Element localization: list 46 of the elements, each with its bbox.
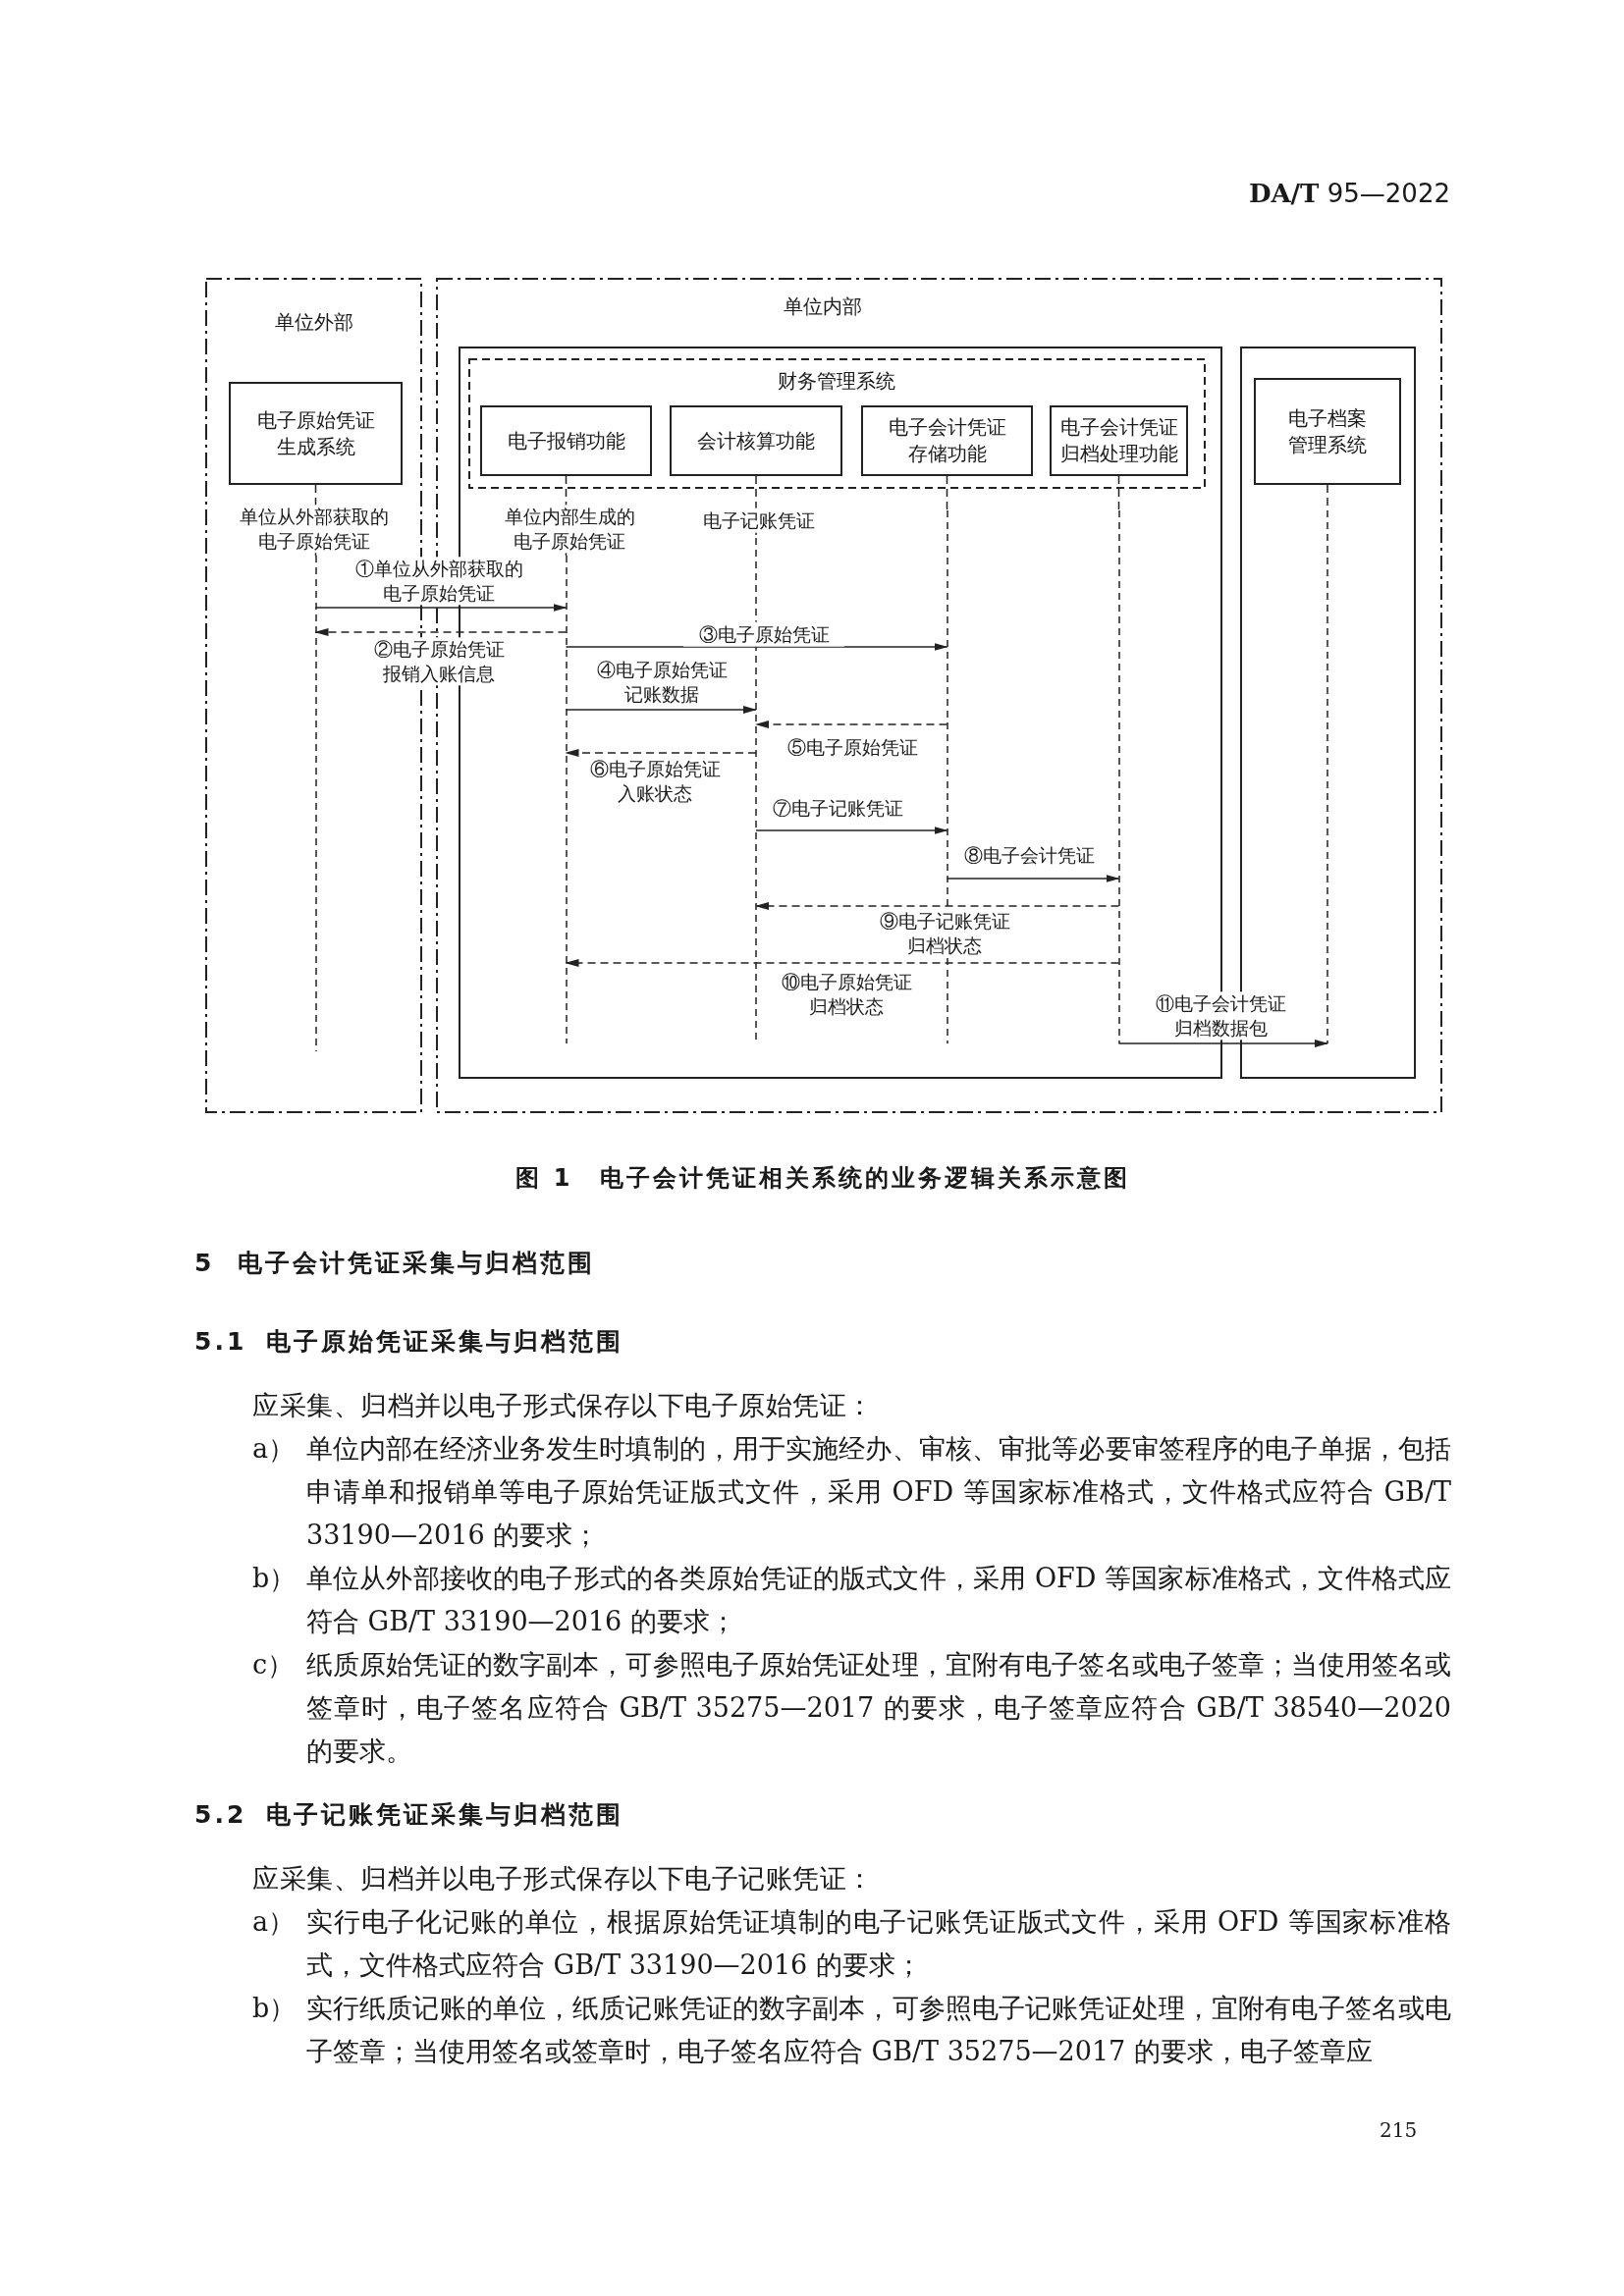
process-box: 电子报销功能	[480, 405, 652, 476]
message-arrow	[565, 959, 1120, 967]
message-arrow	[755, 721, 948, 728]
body-paragraph: 应采集、归档并以电子形式保存以下电子记账凭证：	[251, 1862, 875, 1896]
list-item-text: 单位内部在经济业务发生时填制的，用于实施经办、审核、审批等必要审签程序的电子单据，包括申请单和报销单等电子原始凭证版式文件，采用 OFD 等国家标准格式，文件格式应符合 GB/T 33190—2016 的要求；	[306, 1432, 1451, 1552]
list-item-text: 单位从外部接收的电子形式的各类原始凭证的版式文件，采用 OFD 等国家标准格式，文件格式应符合 GB/T 33190—2016 的要求；	[306, 1562, 1451, 1638]
message-arrow	[755, 902, 1120, 910]
list-marker: b）	[252, 1562, 298, 1595]
list-marker: b）	[252, 1992, 298, 2025]
group-title: 财务管理系统	[778, 368, 895, 395]
process-box: 电子会计凭证归档处理功能	[1050, 405, 1188, 476]
figure-caption: 图 1 电子会计凭证相关系统的业务逻辑关系示意图	[515, 1163, 1130, 1194]
list-marker: c）	[252, 1648, 296, 1682]
region-title: 单位外部	[275, 309, 353, 336]
list-item-text: 实行电子化记账的单位，根据原始凭证填制的电子记账凭证版式文件，采用 OFD 等国家标准格式，文件格式应符合 GB/T 33190—2016 的要求；	[306, 1905, 1451, 1982]
message-arrow	[314, 604, 568, 612]
process-box: 会计核算功能	[670, 405, 842, 476]
process-box: 电子原始凭证生成系统	[229, 382, 403, 485]
list-marker: a）	[252, 1432, 297, 1466]
section-heading: 电子记账凭证采集与归档范围	[266, 1798, 623, 1831]
message-arrow	[565, 706, 757, 714]
lifeline	[563, 556, 569, 1043]
section-heading: 电子会计凭证采集与归档范围	[238, 1247, 595, 1279]
section-number: 5.2	[194, 1799, 248, 1829]
lifeline	[1325, 510, 1330, 1043]
body-paragraph: 应采集、归档并以电子形式保存以下电子原始凭证：	[251, 1389, 875, 1422]
message-arrow	[565, 749, 757, 757]
message-arrow	[314, 628, 568, 636]
list-item-text: 实行纸质记账的单位，纸质记账凭证的数字副本，可参照电子记账凭证处理，宜附有电子签名或电子签章；当使用签名或签章时，电子签名应符合 GB/T 35275—2017 的要求，电子签章应	[306, 1992, 1451, 2068]
document-code: DA/T 95—2022	[1248, 179, 1450, 208]
message-arrow	[565, 643, 948, 651]
list-item-text: 纸质原始凭证的数字副本，可参照电子原始凭证处理，宜附有电子签名或电子签章；当使用签名或签章时，电子签名应符合 GB/T 35275—2017 的要求，电子签章应符合 GB/T 38540—2020 的要求。	[306, 1648, 1451, 1768]
process-box: 电子档案管理系统	[1254, 378, 1401, 485]
section-number: 5.1	[194, 1326, 248, 1356]
process-box: 电子会计凭证存储功能	[861, 405, 1033, 476]
section-heading: 电子原始凭证采集与归档范围	[266, 1325, 623, 1358]
message-arrow	[1117, 1040, 1328, 1047]
message-arrow	[946, 875, 1120, 882]
section-number: 5	[194, 1248, 216, 1277]
message-arrow	[755, 827, 948, 834]
lifeline	[1115, 510, 1122, 1043]
subsystem-frame	[468, 358, 1206, 489]
lifeline	[312, 556, 319, 1051]
page-number: 215	[1380, 2118, 1418, 2142]
list-marker: a）	[252, 1905, 297, 1939]
region-title: 单位内部	[784, 294, 862, 320]
